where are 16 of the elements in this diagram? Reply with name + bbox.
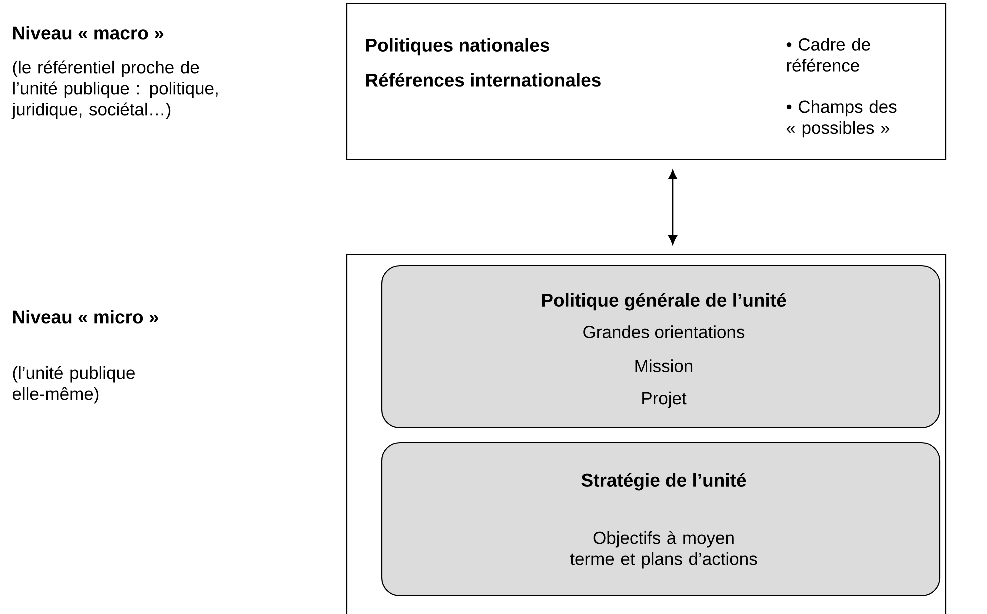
level-description: (le référentiel proche de l’unité publique : politique, juridique, sociétal…)	[12, 60, 218, 120]
list-item: • Champs des « possibles »	[786, 100, 897, 138]
heading: Stratégie de l’unité	[582, 473, 746, 491]
heading: Politiques nationales	[366, 38, 550, 56]
double-arrow	[668, 170, 678, 245]
list-item: • Cadre de référence	[786, 38, 870, 72]
heading: Références internationales	[366, 73, 601, 87]
level-description: (l’unité publique elle-même)	[12, 366, 135, 404]
level-heading: Niveau « micro »	[13, 310, 158, 324]
body-text: Mission	[636, 360, 693, 372]
level-heading: Niveau « macro »	[13, 26, 164, 40]
body-text: Grandes orientations	[584, 326, 745, 338]
body-text: Projet	[642, 392, 687, 408]
heading: Politique générale de l’unité	[542, 293, 786, 311]
outer-box	[346, 254, 947, 614]
body-text: Objectifs à moyen terme et plans d’actions	[570, 531, 758, 569]
